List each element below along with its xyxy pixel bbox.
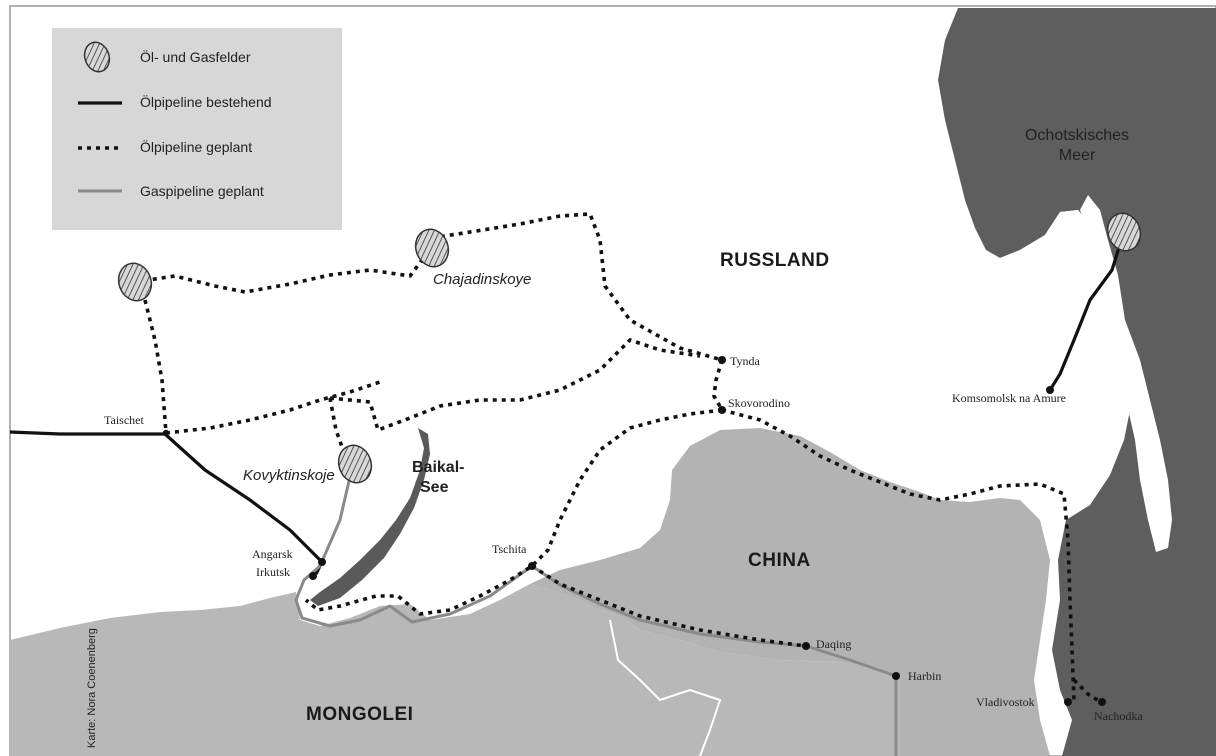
map-credit: Karte: Nora Coenenberg xyxy=(86,628,98,748)
legend-label-oil-existing: Ölpipeline bestehend xyxy=(140,93,272,110)
gas-planned-pipelines xyxy=(294,467,898,756)
legend-label-oil-planned: Ölpipeline geplant xyxy=(140,138,252,155)
label-skovorodino: Skovorodino xyxy=(728,396,790,410)
label-sea-line1: Ochotskisches xyxy=(1025,127,1129,144)
inner-border xyxy=(609,619,722,756)
legend: Öl- und Gasfelder Ölpipeline bestehend Ö… xyxy=(52,28,342,230)
label-russia: RUSSLAND xyxy=(720,250,830,271)
field-marker-west xyxy=(117,262,153,302)
city-dot-angarsk xyxy=(318,558,326,566)
label-tynda: Tynda xyxy=(730,354,760,368)
city-dot-skovorodino xyxy=(718,406,726,414)
city-dot-taischet xyxy=(162,429,170,437)
label-lake-line1: Baikal- xyxy=(412,459,464,476)
label-komsomolsk: Komsomolsk na Amure xyxy=(952,391,1066,405)
city-dots xyxy=(162,356,1106,706)
field-markers xyxy=(117,212,1142,484)
china-region xyxy=(530,428,1050,756)
oil-planned-pipelines xyxy=(134,212,1103,704)
label-kovyktinskoje: Kovyktinskoje xyxy=(243,467,335,484)
label-china: CHINA xyxy=(748,550,811,571)
mongolia-region xyxy=(10,584,900,756)
label-vladivostok: Vladivostok xyxy=(976,695,1035,709)
legend-label-fields: Öl- und Gasfelder xyxy=(140,48,251,65)
city-dot-tynda xyxy=(718,356,726,364)
field-marker-chajadinskoye xyxy=(414,228,450,268)
label-tschita: Tschita xyxy=(492,542,527,556)
city-dot-tschita xyxy=(528,562,536,570)
label-taischet: Taischet xyxy=(104,413,144,427)
city-dot-irkutsk xyxy=(309,572,317,580)
legend-label-gas-planned: Gaspipeline geplant xyxy=(140,183,264,199)
city-dot-komsomolsk xyxy=(1046,386,1054,394)
label-nachodka: Nachodka xyxy=(1094,709,1143,723)
city-dot-harbin xyxy=(892,672,900,680)
city-dot-vladivostok xyxy=(1064,698,1072,706)
label-sea-line2: Meer xyxy=(1059,147,1096,164)
baikal-lake xyxy=(310,428,430,606)
okhotsk-sea xyxy=(938,8,1216,756)
city-dot-nachodka xyxy=(1098,698,1106,706)
label-lake-line2: See xyxy=(420,479,449,496)
label-daqing: Daqing xyxy=(816,637,851,651)
label-harbin: Harbin xyxy=(908,669,941,683)
field-marker-sakhalin xyxy=(1106,212,1142,252)
label-mongolia: MONGOLEI xyxy=(306,704,413,725)
label-chajadinskoye: Chajadinskoye xyxy=(433,271,531,288)
label-irkutsk: Irkutsk xyxy=(256,565,290,579)
label-angarsk: Angarsk xyxy=(252,547,293,561)
oil-existing-pipelines xyxy=(9,237,1124,575)
field-marker-kovyktinskoje xyxy=(337,444,373,484)
legend-field-symbol xyxy=(83,41,111,73)
city-dot-daqing xyxy=(802,642,810,650)
